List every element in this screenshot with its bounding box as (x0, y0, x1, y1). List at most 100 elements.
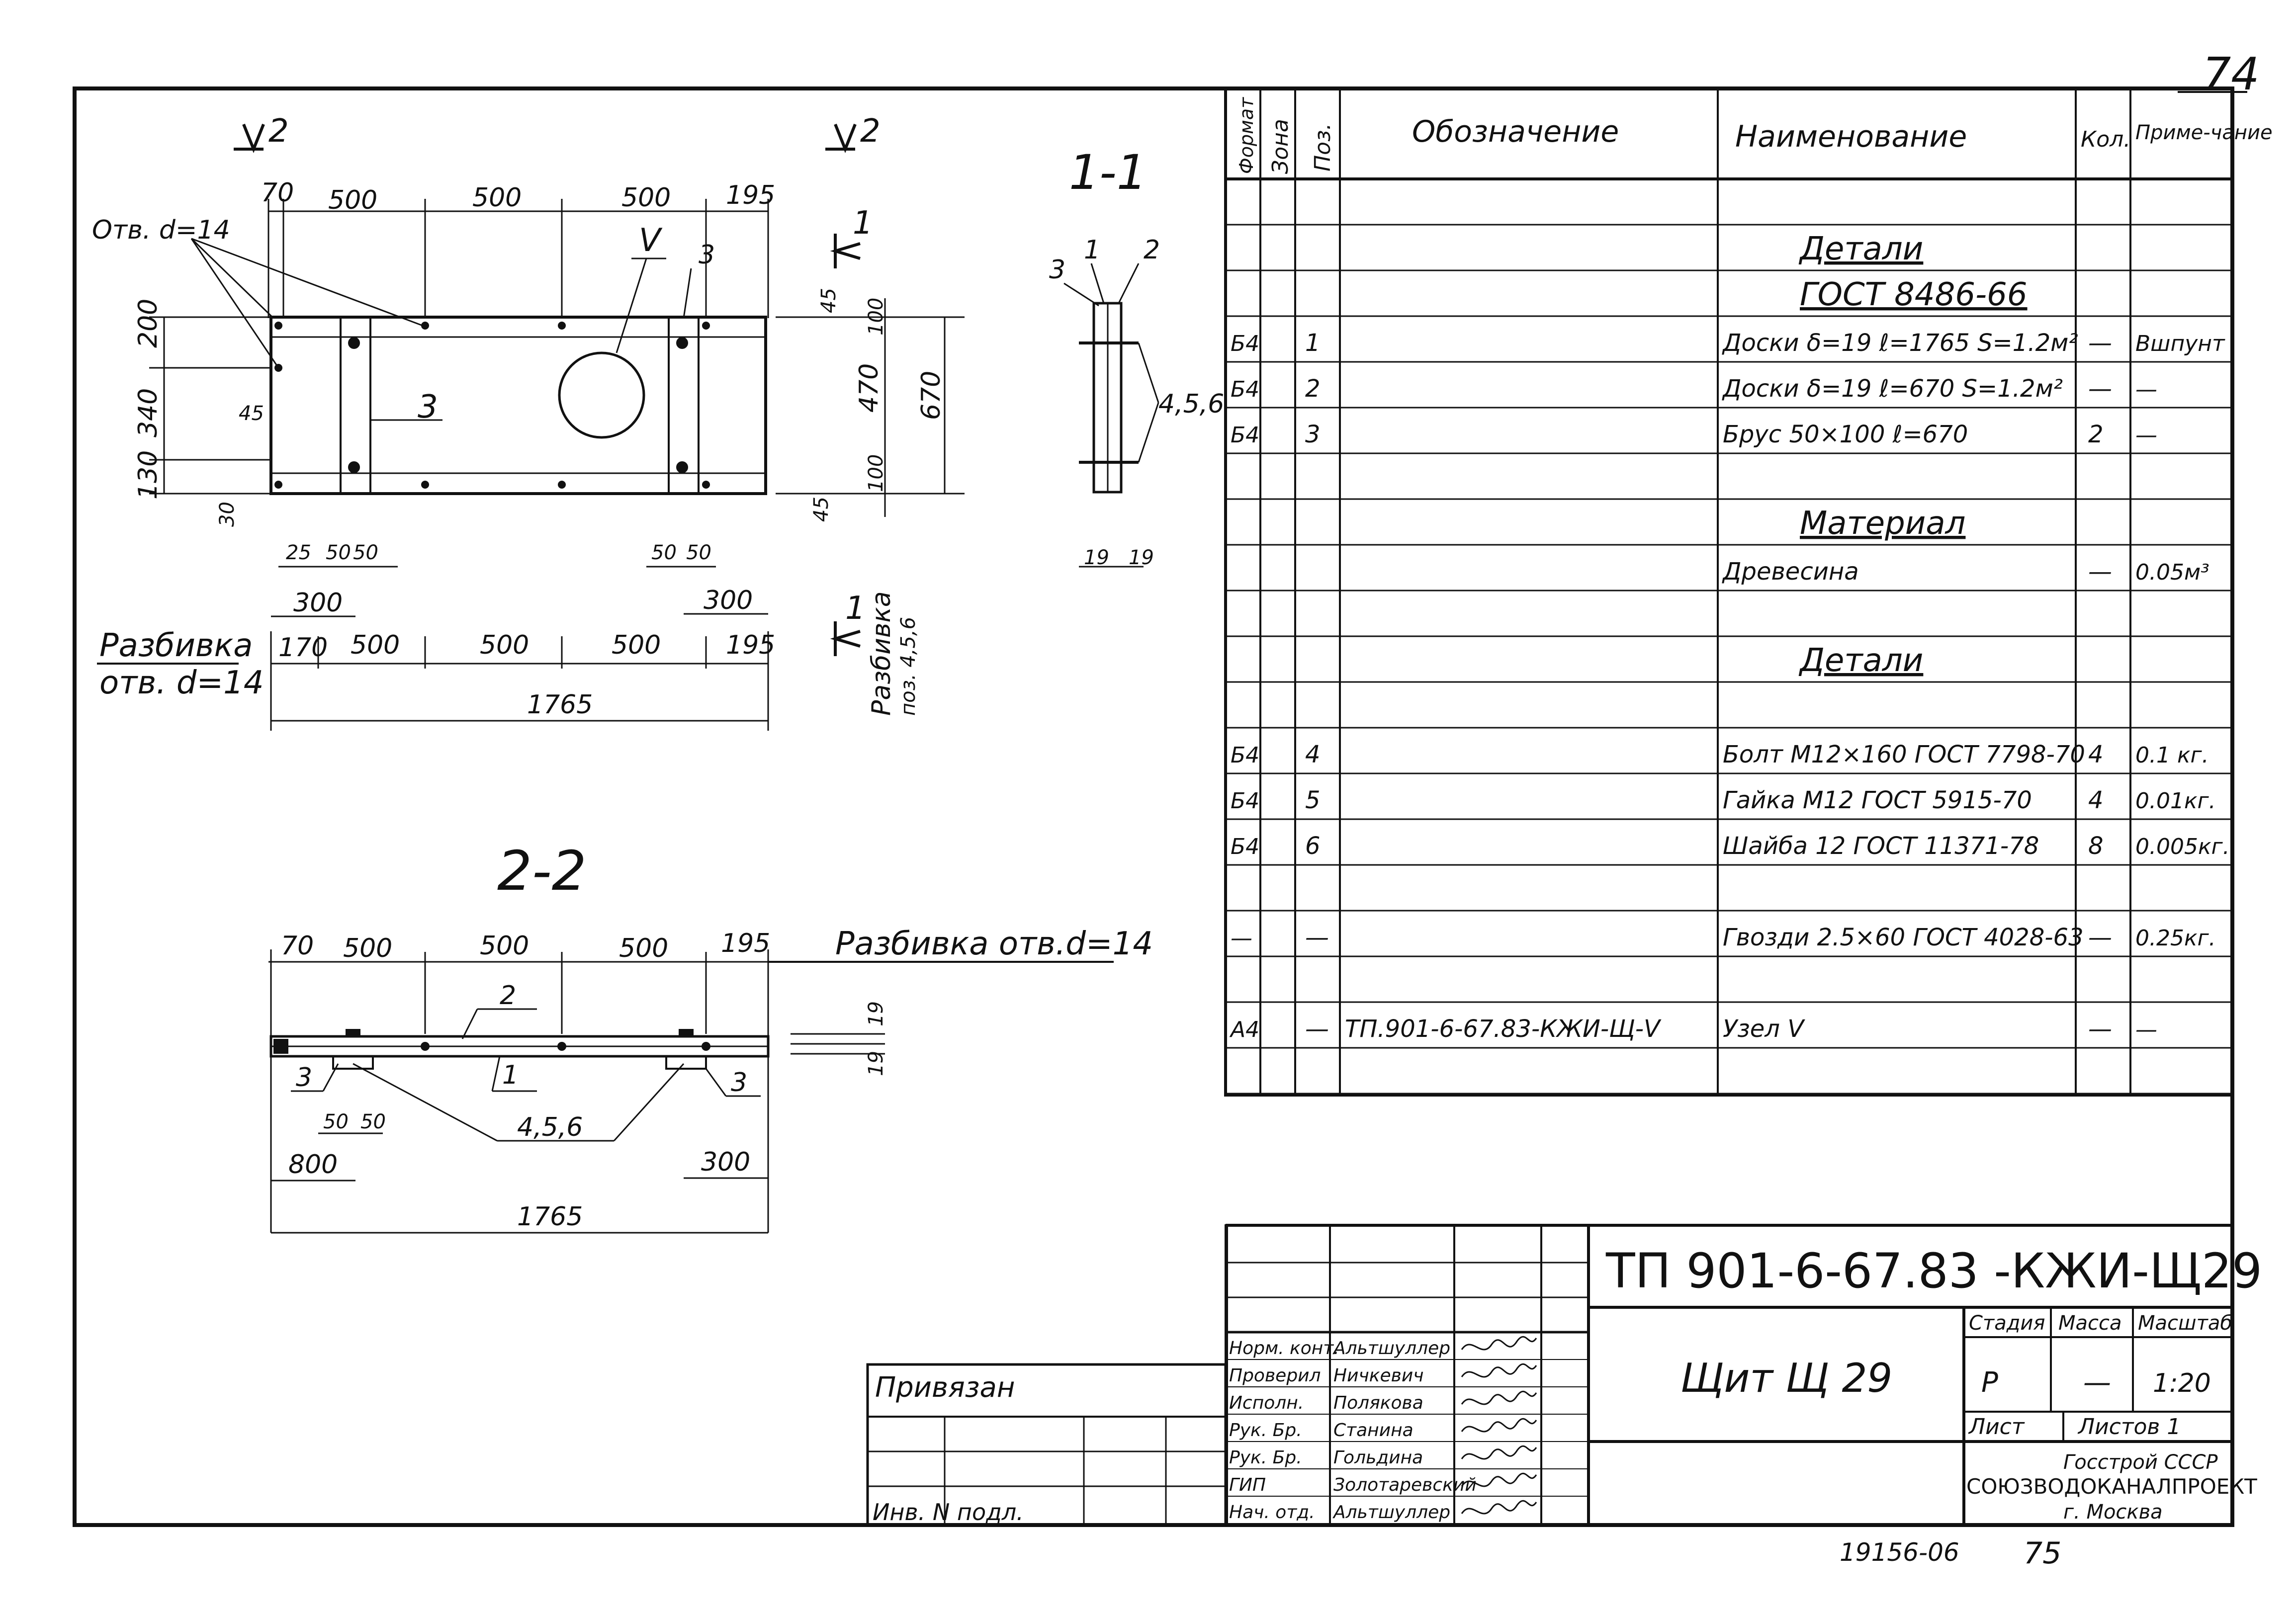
v22-dim-300: 300 (701, 1147, 750, 1177)
dim-small-30: 30 (216, 502, 239, 527)
section-label-2: 2 (1144, 235, 1160, 265)
total-1765-top: 1765 (527, 690, 593, 720)
dim-small-45-top: 45 (817, 288, 840, 313)
v22-dim-500c: 500 (619, 934, 668, 963)
razbivka-dim-195: 195 (726, 630, 775, 660)
signature-role: Исполн. (1229, 1393, 1304, 1413)
cell-qty: — (2088, 558, 2112, 586)
signature-scribble (1461, 1336, 1537, 1351)
cut-marker-top: 1 (853, 205, 873, 242)
section-marker-right: 2 (825, 113, 881, 154)
v22-total-1765: 1765 (517, 1202, 583, 1232)
cell-name: Доски δ=19 ℓ=670 S=1.2м² (1722, 375, 2063, 403)
privyazan-label: Привязан (875, 1371, 1015, 1404)
signature-scribble (1461, 1363, 1537, 1378)
cell-format: Б4 (1231, 743, 1259, 768)
v22-dim-500a: 500 (343, 934, 392, 963)
view-1-1-title: 1-1 (1069, 145, 1147, 200)
cell-name: ГОСТ 8486-66 (1800, 276, 2028, 313)
signature-name: Полякова (1333, 1393, 1423, 1413)
header-designation: Обозначение (1412, 114, 1619, 149)
header-format: Формат (1236, 96, 1257, 174)
dim-small-45-bottom: 45 (810, 497, 833, 522)
cell-name: Гвозди 2.5×60 ГОСТ 4028-63 (1723, 924, 2084, 951)
vertical-note-line2: поз. 4,5,6 (897, 617, 920, 716)
dim-300-left: 300 (293, 588, 343, 618)
view-2-2: 2-2 70 500 500 500 195 Разбивка отв.d=14… (268, 839, 1153, 1234)
holes-label: Отв. d=14 (92, 215, 230, 245)
signature-scribble (1461, 1500, 1537, 1515)
cell-qty: 4 (2088, 741, 2104, 768)
v22-pos-3-right: 3 (731, 1068, 747, 1098)
cell-qty: — (2088, 375, 2112, 403)
razbivka-dim-500b: 500 (480, 630, 529, 660)
cell-qty: 8 (2088, 832, 2104, 860)
dim-top-5: 195 (726, 180, 775, 210)
view-1-1: 1-1 2 2 70 500 500 500 195 Отв. d=14 (92, 113, 1224, 731)
node-v-opening (558, 351, 645, 439)
inv-label: Инв. N подл. (873, 1499, 1024, 1526)
razbivka-dim-170: 170 (278, 633, 328, 663)
cell-format: Б4 (1231, 423, 1259, 448)
dim-small-25: 25 (286, 541, 311, 564)
title-block: ТП 901-6-67.83 -КЖИ-Щ29 Щит Щ 29 Стадия … (1225, 1224, 2262, 1525)
cell-name: Болт М12×160 ГОСТ 7798-70 (1723, 741, 2085, 768)
org-line3: г. Москва (2063, 1501, 2163, 1524)
node-v-label: V (639, 222, 663, 259)
razbivka-label-line1: Разбивка (99, 627, 253, 664)
razbivka-dim-500c: 500 (612, 630, 661, 660)
signature-name: Гольдина (1333, 1447, 1423, 1468)
scale-value: 1:20 (2153, 1368, 2211, 1398)
dim-300-right: 300 (704, 586, 753, 615)
stage-value: Р (1981, 1366, 1998, 1399)
org-line1: Госстрой СССР (2063, 1451, 2218, 1474)
v22-dim-500b: 500 (480, 931, 529, 961)
signature-role: Норм. конт. (1229, 1338, 1339, 1359)
cell-format: — (1231, 926, 1252, 951)
section-bolt-label: 4,5,6 (1158, 389, 1224, 419)
signature-name: Альтшуллер (1332, 1502, 1450, 1523)
pos-3-right: 3 (699, 240, 715, 270)
v22-dim-800: 800 (288, 1150, 338, 1180)
dim-left-340: 340 (133, 388, 163, 437)
cell-note: — (2135, 1017, 2157, 1042)
header-qty: Кол. (2081, 127, 2130, 152)
cell-note: 0.05м³ (2135, 560, 2209, 585)
razbivka-dim-500a: 500 (351, 630, 400, 660)
header-note: Приме-чание (2135, 121, 2273, 144)
section-marker-left-label: 2 (268, 113, 289, 150)
cell-format: Б4 (1231, 834, 1259, 859)
v22-dim-70: 70 (281, 931, 314, 961)
org-line2: СОЮЗВОДОКАНАЛПРОЕКТ (1966, 1474, 2257, 1499)
cell-note: 0.25кг. (2135, 926, 2216, 951)
cell-format: Б4 (1231, 377, 1259, 402)
v22-pos-3-left: 3 (296, 1063, 312, 1093)
signature-scribble (1461, 1472, 1537, 1487)
cell-note: 0.005кг. (2135, 834, 2230, 859)
section-label-3: 3 (1049, 255, 1065, 285)
cell-name: Древесина (1722, 558, 1859, 586)
panel-outline (269, 316, 767, 495)
cell-name: Гайка М12 ГОСТ 5915-70 (1723, 786, 2032, 814)
cell-qty: — (2088, 924, 2112, 951)
cell-pos: 5 (1305, 786, 1321, 814)
cell-name: Материал (1800, 505, 1965, 542)
dim-right-670: 670 (916, 371, 946, 420)
cell-pos: 3 (1305, 421, 1321, 448)
stage-header: Стадия (1969, 1312, 2045, 1335)
signature-name: Альтшуллер (1332, 1338, 1450, 1359)
cell-pos: 1 (1305, 329, 1321, 357)
archive-number: 19156-06 (1840, 1538, 1959, 1567)
cell-pos: — (1305, 1015, 1329, 1043)
cell-pos: 6 (1305, 832, 1321, 860)
vertical-note-line1: Разбивка (867, 591, 896, 716)
dim-left-200: 200 (133, 299, 163, 348)
dim-small-50d: 50 (686, 541, 711, 564)
cell-qty: 2 (2088, 421, 2104, 448)
cell-name: Брус 50×100 ℓ=670 (1723, 421, 1968, 448)
v22-side-19a: 19 (865, 1001, 887, 1026)
dim-top-4: 500 (621, 183, 671, 213)
title-name: Щит Щ 29 (1680, 1355, 1892, 1401)
dim-small-45: 45 (239, 402, 264, 425)
